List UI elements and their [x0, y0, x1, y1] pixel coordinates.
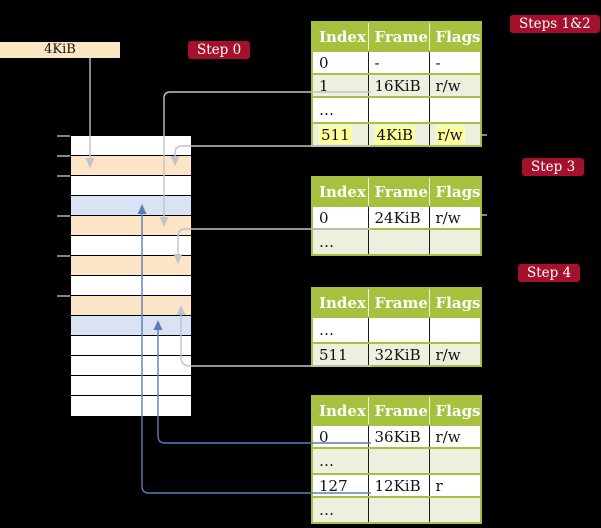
cell-index: 511: [312, 122, 368, 146]
cell-frame: -: [367, 50, 429, 74]
memory-frame-row: [71, 336, 191, 356]
column-header-flags: Flags: [428, 177, 481, 206]
memory-frame-row: [71, 236, 191, 256]
memory-frame-row: [71, 156, 191, 176]
cell-flags: [428, 316, 481, 343]
cell-flags: r/w: [428, 205, 481, 229]
column-header-frame: Frame: [367, 288, 429, 317]
highlight: 4KiB: [374, 125, 416, 144]
free-frame-box-label: 4KiB: [44, 42, 76, 57]
cell-frame: [367, 316, 429, 343]
cell-frame: 12KiB: [367, 473, 429, 497]
cell-index: 0: [312, 50, 368, 74]
table-row-highlighted: 511 4KiB r/w: [312, 122, 481, 146]
table-header-row: Index Frame Flags: [312, 177, 481, 206]
memory-frame-row: [71, 316, 191, 336]
memory-frame-row: [71, 376, 191, 396]
page-table-2: Index Frame Flags 0 24KiB r/w …: [311, 176, 482, 256]
column-header-frame: Frame: [367, 177, 429, 206]
memory-frame-row: [71, 216, 191, 236]
cell-index: …: [312, 96, 368, 123]
cell-index: 511: [312, 342, 368, 366]
cell-frame: 24KiB: [367, 205, 429, 229]
free-frame-box: 4KiB: [0, 42, 120, 58]
column-header-flags: Flags: [428, 288, 481, 317]
cell-index: …: [312, 447, 368, 474]
cell-flags: r: [428, 473, 481, 497]
cell-index: 0: [312, 205, 368, 229]
ruler-tick: [57, 295, 70, 297]
cell-index: 127: [312, 473, 368, 497]
page-table-4: Index Frame Flags 0 36KiB r/w … 127 12Ki…: [311, 395, 482, 524]
cell-frame: 36KiB: [367, 424, 429, 448]
memory-frame-row: [71, 276, 191, 296]
memory-frame-row: [71, 256, 191, 276]
memory-frame-row: [71, 176, 191, 196]
cell-flags: [428, 228, 481, 255]
memory-frame-row: [71, 196, 191, 216]
cell-frame: [367, 496, 429, 523]
table-row-ellipsis: …: [312, 228, 481, 255]
cell-frame: 16KiB: [367, 73, 429, 97]
connector-entry511-to-frame-4kib: [174, 145, 371, 156]
table-row-ellipsis: …: [312, 316, 481, 343]
column-header-index: Index: [312, 22, 368, 51]
ruler-tick: [57, 155, 70, 157]
cell-flags: [428, 447, 481, 474]
table-row: 127 12KiB r: [312, 473, 481, 497]
badge-step-3: Step 3: [522, 158, 585, 176]
badge-steps-1-2: Steps 1&2: [510, 15, 600, 33]
page-table-1: Index Frame Flags 0 - - 1 16KiB r/w … 51…: [311, 21, 482, 147]
ruler-tick: [57, 175, 70, 177]
table-header-row: Index Frame Flags: [312, 22, 481, 51]
memory-frame-row: [71, 136, 191, 156]
table-row: 511 32KiB r/w: [312, 342, 481, 366]
memory-frame-row: [71, 396, 191, 416]
cell-flags: -: [428, 50, 481, 74]
page-table-3: Index Frame Flags … 511 32KiB r/w: [311, 287, 482, 367]
column-header-frame: Frame: [367, 22, 429, 51]
column-header-index: Index: [312, 288, 368, 317]
table-row: 0 36KiB r/w: [312, 424, 481, 448]
table-row-ellipsis: …: [312, 96, 481, 123]
column-header-flags: Flags: [428, 22, 481, 51]
cell-flags: r/w: [428, 342, 481, 366]
ruler-tick: [57, 255, 70, 257]
highlight: r/w: [435, 125, 465, 144]
table-row-ellipsis: …: [312, 447, 481, 474]
cell-index: …: [312, 316, 368, 343]
badge-step-0: Step 0: [188, 41, 251, 59]
badge-step-4: Step 4: [518, 264, 581, 282]
cell-index: 0: [312, 424, 368, 448]
table-row: 0 24KiB r/w: [312, 205, 481, 229]
column-header-flags: Flags: [428, 396, 481, 425]
column-header-index: Index: [312, 396, 368, 425]
column-header-index: Index: [312, 177, 368, 206]
cell-index: 1: [312, 73, 368, 97]
table-header-row: Index Frame Flags: [312, 396, 481, 425]
ruler-tick: [57, 135, 70, 137]
ruler-tick: [57, 215, 70, 217]
memory-frame-row: [71, 356, 191, 376]
cell-frame: [367, 447, 429, 474]
cell-index: …: [312, 496, 368, 523]
cell-flags: r/w: [428, 122, 481, 146]
cell-flags: r/w: [428, 424, 481, 448]
cell-frame: [367, 228, 429, 255]
table-row: 1 16KiB r/w: [312, 73, 481, 97]
column-header-frame: Frame: [367, 396, 429, 425]
table-row-ellipsis: …: [312, 496, 481, 523]
cell-frame: 32KiB: [367, 342, 429, 366]
table-header-row: Index Frame Flags: [312, 288, 481, 317]
cell-flags: [428, 496, 481, 523]
cell-flags: r/w: [428, 73, 481, 97]
cell-flags: [428, 96, 481, 123]
highlight: 511: [319, 125, 352, 144]
memory-frame-row: [71, 296, 191, 316]
cell-frame: 4KiB: [367, 122, 429, 146]
physical-memory-stack: [70, 135, 192, 417]
table-row: 0 - -: [312, 50, 481, 74]
cell-frame: [367, 96, 429, 123]
cell-index: …: [312, 228, 368, 255]
